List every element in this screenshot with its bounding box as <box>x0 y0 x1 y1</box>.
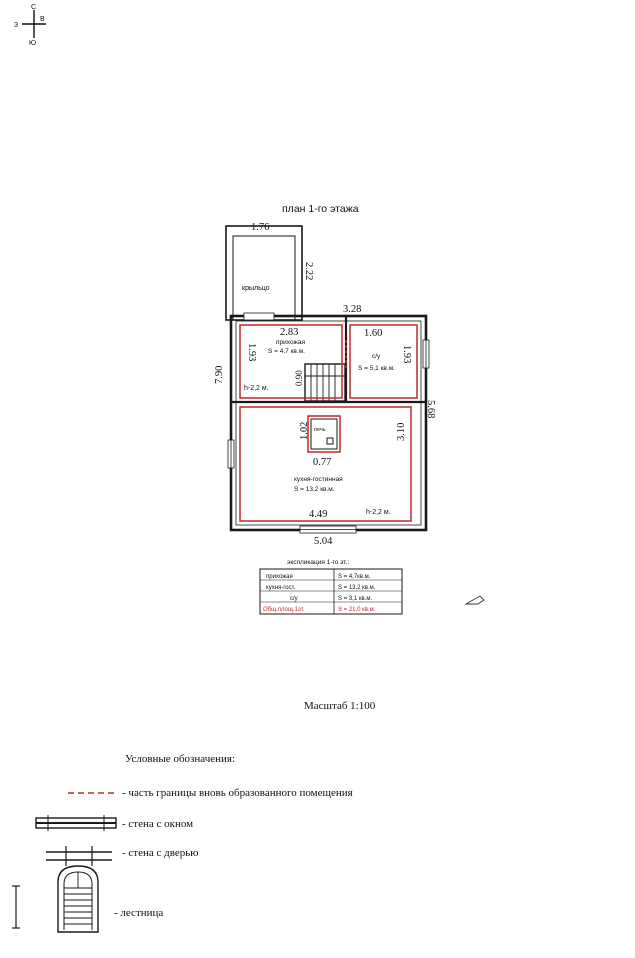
dim-left-total: 7.90 <box>214 366 225 384</box>
kitchen-name: кухня-гостинная <box>294 476 343 483</box>
porch-label: крыльцо <box>242 285 270 292</box>
dim-stove-depth: 1.02 <box>299 422 310 440</box>
dim-right-total: 5.68 <box>425 400 436 418</box>
legend-item-label: - лестница <box>114 907 163 919</box>
kitchen-area: S = 13,2 кв.м. <box>294 486 335 493</box>
dim-porch-width: 1.76 <box>251 222 269 233</box>
dim-hall-width: 2.83 <box>280 327 298 338</box>
explication-row-name: кухня-гост. <box>266 585 296 591</box>
legend-window-wall-swatch <box>35 815 117 831</box>
compass-south: Ю <box>29 40 36 47</box>
legend-item-label: - стена с дверью <box>122 847 198 859</box>
explication-row-area: S = 4,7кв.м. <box>338 574 371 580</box>
bath-area: S = 5,1 кв.м. <box>358 365 395 372</box>
dim-kitchen-width: 4.49 <box>309 509 327 520</box>
pencil-mark-icon <box>464 595 485 605</box>
legend-item-label: - стена с окном <box>122 818 193 830</box>
room-labels: прихожая S = 4,7 кв.м. h-2,2 м. с/у S = … <box>244 339 395 516</box>
dim-stove-width: 0.77 <box>313 457 331 468</box>
house-walls <box>227 312 430 534</box>
dim-stair-width: 0.90 <box>294 370 304 386</box>
dim-kitchen-depth: 3.10 <box>396 423 407 441</box>
compass-west: З <box>14 22 18 29</box>
explication-total-area: S = 21,0 кв.м. <box>338 607 376 613</box>
compass-north: С <box>31 4 36 11</box>
dimensions: 1.76 2.22 3.28 2.83 1.60 1.93 1.93 7.90 … <box>214 222 436 547</box>
dim-bath-depth: 1.93 <box>401 345 412 363</box>
explication-total-name: Общ.площ.1эт. <box>263 607 305 613</box>
stove-label: печь <box>314 427 326 433</box>
bath-name: с/у <box>372 353 381 360</box>
compass-rose: С З В Ю <box>14 4 46 47</box>
legend-item-label: - часть границы вновь образованного поме… <box>122 787 353 799</box>
compass-east: В <box>40 16 45 23</box>
scale-label: Масштаб 1:100 <box>304 700 376 712</box>
porch: крыльцо <box>225 225 303 321</box>
hall-height: h-2,2 м. <box>244 385 269 392</box>
hall-name: прихожая <box>276 339 305 346</box>
dim-overall-lower: 5.04 <box>314 536 333 547</box>
explication-title: экспликация 1-го эт.: <box>287 559 349 566</box>
explication-table: экспликация 1-го эт.: прихожая S = 4,7кв… <box>259 559 403 615</box>
room-boundaries <box>239 324 418 522</box>
dim-hall-depth: 1.93 <box>246 343 257 361</box>
legend: Условные обозначения: - часть границы вн… <box>12 753 353 933</box>
stove: печь <box>310 418 338 450</box>
dim-bath-width: 1.60 <box>364 328 382 339</box>
legend-door-wall-swatch <box>46 846 112 866</box>
stair-treads <box>305 364 345 401</box>
plan-title: план 1-го этажа <box>282 203 359 215</box>
dim-overall-upper: 3.28 <box>343 304 361 315</box>
explication-row-area: S = 3,1 кв.м. <box>338 596 372 602</box>
hall-area: S = 4,7 кв.м. <box>268 348 305 355</box>
dim-porch-depth: 2.22 <box>303 262 314 280</box>
kitchen-height: h-2,2 м. <box>366 509 391 516</box>
legend-stair-swatch <box>12 865 99 933</box>
explication-row-area: S = 13,2 кв.м. <box>338 585 376 591</box>
legend-title: Условные обозначения: <box>125 753 235 765</box>
explication-row-name: с/у <box>290 596 298 602</box>
explication-row-name: прихожая <box>266 574 293 580</box>
